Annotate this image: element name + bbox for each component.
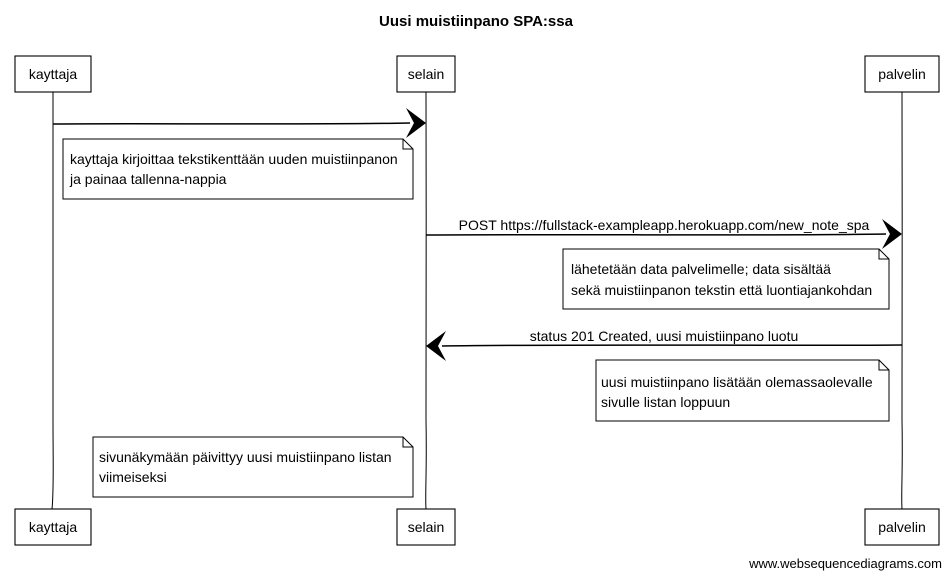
note-3-line-1: uusi muistiinpano lisätään olemassaoleva… <box>601 374 873 390</box>
note-2-line-1: lähetetään data palvelimelle; data sisäl… <box>571 261 831 277</box>
message-2-label: POST https://fullstack-exampleapp.heroku… <box>459 217 870 233</box>
lifeline-selain <box>425 91 427 510</box>
participant-label-top-selain: selain <box>408 66 445 82</box>
participant-label-bottom-selain: selain <box>408 519 445 535</box>
message-3-label: status 201 Created, uusi muistiinpano lu… <box>530 328 799 344</box>
note-4-line-1: sivunäkymään päivittyy uusi muistiinpano… <box>99 449 392 465</box>
message-2: POST https://fullstack-exampleapp.heroku… <box>425 217 902 249</box>
note-2-line-2: sekä muistiinpanon tekstin että luontiaj… <box>571 282 872 298</box>
participant-label-top-kayttaja: kayttaja <box>29 66 77 82</box>
arrowhead-right-icon <box>882 219 902 249</box>
message-arrow-3 <box>441 344 903 347</box>
participant-box-bottom-palvelin <box>864 508 940 546</box>
note-1-line-2: ja painaa tallenna-nappia <box>69 171 227 187</box>
diagram-title: Uusi muistiinpano SPA:ssa <box>379 13 574 30</box>
message-arrow-1 <box>52 122 411 125</box>
participant-box-top-palvelin <box>864 55 940 93</box>
participant-box-top-selain <box>396 55 456 93</box>
participant-label-bottom-kayttaja: kayttaja <box>29 519 77 535</box>
note-3: uusi muistiinpano lisätään olemassaoleva… <box>595 359 890 422</box>
message-1 <box>52 108 426 138</box>
note-1: kayttaja kirjoittaa tekstikenttään uuden… <box>62 138 414 200</box>
participant-label-bottom-palvelin: palvelin <box>878 519 925 535</box>
note-4: sivunäkymään päivittyy uusi muistiinpano… <box>92 436 414 498</box>
message-arrow-2 <box>425 233 887 236</box>
participant-box-bottom-selain <box>396 508 456 546</box>
watermark-text: www.websequencediagrams.com <box>748 556 942 571</box>
lifeline-kayttaja <box>51 91 54 510</box>
note-3-line-2: sivulle listan loppuun <box>601 394 730 410</box>
message-3: status 201 Created, uusi muistiinpano lu… <box>426 328 903 361</box>
note-4-line-2: viimeiseksi <box>99 469 167 485</box>
participant-label-top-palvelin: palvelin <box>878 66 925 82</box>
participant-box-bottom-kayttaja <box>14 508 92 546</box>
note-1-line-1: kayttaja kirjoittaa tekstikenttään uuden… <box>70 151 398 167</box>
lifeline-palvelin <box>901 91 903 510</box>
note-2: lähetetään data palvelimelle; data sisäl… <box>562 248 890 310</box>
arrowhead-right-icon <box>406 108 426 138</box>
arrowhead-left-icon <box>426 331 446 361</box>
participant-box-top-kayttaja <box>14 55 92 93</box>
